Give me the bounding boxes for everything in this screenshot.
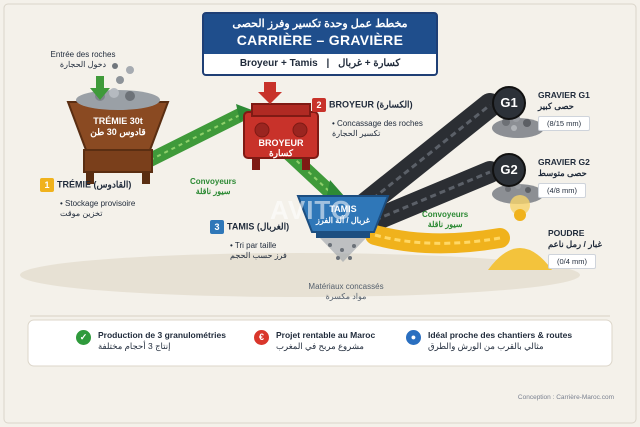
entry-label-ar: دخول الحجارة xyxy=(59,60,107,69)
check-icon: ✓ xyxy=(76,330,91,345)
feature-ar: إنتاج 3 أحجام مختلفة xyxy=(98,341,171,351)
output-poudre: POUDRE غبار / رمل ناعم (0/4 mm) xyxy=(548,228,630,269)
step-name: TRÉMIE (القادوس) xyxy=(57,179,132,190)
tremie-body-fr: TRÉMIE 30t xyxy=(93,116,143,126)
feature-fr: Idéal proche des chantiers & routes xyxy=(428,330,573,340)
title-subtitle: Broyeur + Tamis | كسارة + غربال xyxy=(204,54,436,74)
step-desc-ar: تخزين موقت xyxy=(60,209,103,218)
feature-granulometries: ✓ Production de 3 granulométries إنتاج 3… xyxy=(76,326,256,362)
location-pin-icon: ● xyxy=(406,330,421,345)
output-name-ar: حصى متوسط xyxy=(538,168,587,178)
subtitle-ar: كسارة + غربال xyxy=(338,58,401,69)
step-number: 3 xyxy=(210,219,224,234)
conveyor-label-fr: Convoyeurs xyxy=(190,177,237,186)
step-name: BROYEUR (الكسارة) xyxy=(329,99,413,110)
conveyor-label-fr: Convoyeurs xyxy=(422,210,469,219)
ground-shadow xyxy=(20,253,580,297)
pile-g2 xyxy=(492,183,544,204)
entry-arrow-icon xyxy=(90,76,110,100)
broyeur-body-ar: كسارة xyxy=(268,148,294,158)
tamis-body-fr: TAMIS xyxy=(329,204,357,214)
g1-badge: G1 xyxy=(492,86,526,120)
tamis-body-ar: غربال / آلة الفرز xyxy=(316,216,370,225)
conveyor-label-ar: سيور ناقلة xyxy=(427,220,463,229)
materiaux-label: Matériaux concassés مواد مكسرة xyxy=(298,282,394,302)
step-desc-fr: • Stockage provisoire xyxy=(60,199,136,208)
tremie-machine xyxy=(66,88,170,184)
title-arabic: مخطط عمل وحدة تكسير وفرز الحصى xyxy=(232,18,408,30)
step-name: TAMIS (الغربال) xyxy=(227,221,290,232)
materiaux-ar: مواد مكسرة xyxy=(325,292,367,301)
output-name-fr: POUDRE xyxy=(548,228,585,238)
step-desc-ar: فرز حسب الحجم xyxy=(230,251,287,260)
tamis-body-label: TAMIS غربال / آلة الفرز xyxy=(300,204,386,226)
step-desc-fr: • Concassage des roches xyxy=(332,119,423,128)
subtitle-fr: Broyeur + Tamis xyxy=(239,58,318,69)
output-name-ar: حصى كبير xyxy=(538,101,574,111)
footer-credit: Conception : Carrière-Maroc.com xyxy=(517,394,614,401)
output-size: (0/4 mm) xyxy=(548,254,596,269)
output-size: (8/15 mm) xyxy=(538,116,591,131)
title-banner: مخطط عمل وحدة تكسير وفرز الحصى CARRIÈRE … xyxy=(202,12,438,76)
materiaux-fr: Matériaux concassés xyxy=(308,282,384,291)
broyeur-machine xyxy=(243,82,319,170)
output-name-fr: GRAVIER G2 xyxy=(538,157,590,167)
step-desc-fr: • Tri par taille xyxy=(230,241,277,250)
falling-rocks xyxy=(112,63,134,84)
tamis-machine xyxy=(296,195,390,262)
tremie-body-ar: قادوس 30 طن xyxy=(90,127,146,137)
watermark: AVITO xyxy=(270,195,353,225)
step-number: 2 xyxy=(312,97,326,112)
euro-icon: € xyxy=(254,330,269,345)
output-g1: GRAVIER G1 حصى كبير (8/15 mm) xyxy=(538,90,628,131)
broyeur-body-label: BROYEUR كسارة xyxy=(244,138,318,158)
features-panel xyxy=(27,319,613,367)
title-french: CARRIÈRE – GRAVIÈRE xyxy=(236,32,404,48)
feature-fr: Projet rentable au Maroc xyxy=(276,330,376,340)
tremie-body-label: TRÉMIE 30t قادوس 30 طن xyxy=(84,116,152,138)
feature-chantiers: ● Idéal proche des chantiers & routes مث… xyxy=(406,326,606,362)
conveyor-label-ar: سيور ناقلة xyxy=(195,187,231,196)
step-desc-ar: تكسير الحجارة xyxy=(332,129,381,138)
feature-ar: مشروع مربح في المغرب xyxy=(276,341,364,351)
entry-label-fr: Entrée des roches xyxy=(50,50,116,59)
g2-badge: G2 xyxy=(492,153,526,187)
feature-rentable: € Projet rentable au Maroc مشروع مربح في… xyxy=(254,326,424,362)
conveyor-g2 xyxy=(364,161,501,231)
conveyor-label-2: Convoyeurs سيور ناقلة xyxy=(422,210,468,230)
output-name-fr: GRAVIER G1 xyxy=(538,90,590,100)
subtitle-separator: | xyxy=(326,58,330,69)
conveyor-g1 xyxy=(353,93,502,217)
output-name-ar: غبار / رمل ناعم xyxy=(548,239,602,249)
entry-label: Entrée des roches دخول الحجارة xyxy=(48,50,118,70)
conveyor-poudre xyxy=(365,225,510,254)
conveyor-label-1: Convoyeurs سيور ناقلة xyxy=(190,177,236,197)
pile-poudre xyxy=(488,195,552,270)
broyeur-body-fr: BROYEUR xyxy=(258,138,304,148)
output-size: (4/8 mm) xyxy=(538,183,586,198)
step-number: 1 xyxy=(40,177,54,192)
output-g2: GRAVIER G2 حصى متوسط (4/8 mm) xyxy=(538,157,628,198)
feature-fr: Production de 3 granulométries xyxy=(98,330,226,340)
feature-ar: مثالي بالقرب من الورش والطرق xyxy=(428,341,544,351)
